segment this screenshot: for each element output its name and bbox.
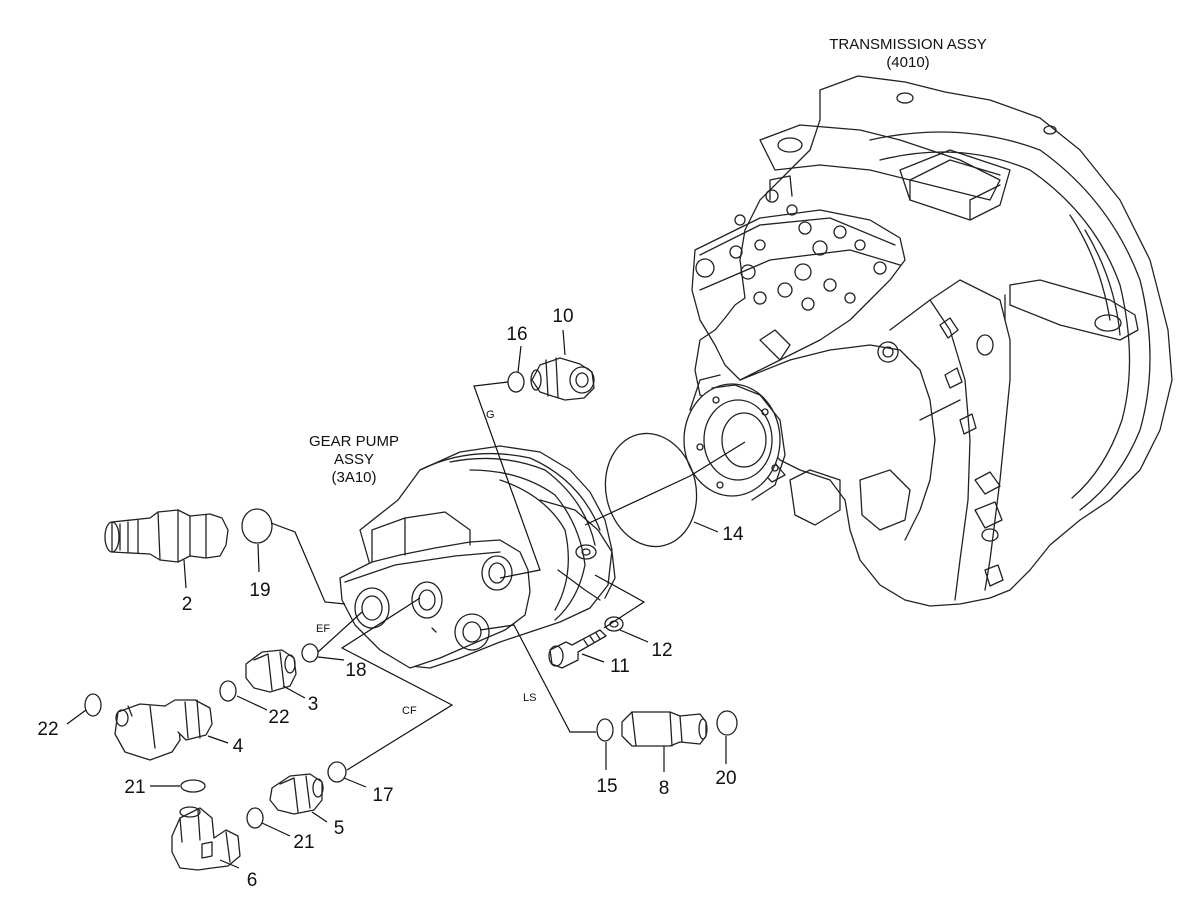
part-8-check-valve — [621, 711, 708, 747]
callout-21-left: 21 — [124, 777, 145, 798]
part-5-union — [269, 773, 324, 815]
part-10-sensor — [530, 357, 595, 401]
part-14-large-o-ring — [604, 432, 698, 548]
transmission-assembly — [683, 75, 1173, 607]
line-code-ls: LS — [523, 692, 536, 704]
part-18-o-ring — [301, 643, 319, 663]
callout-19: 19 — [249, 580, 270, 601]
part-4-elbow-fitting — [114, 699, 213, 761]
part-2-quick-coupler — [104, 509, 229, 563]
callout-22-right: 22 — [268, 707, 289, 728]
callout-4: 4 — [233, 736, 244, 757]
part-21-o-ring-left — [180, 779, 206, 793]
callout-15: 15 — [596, 776, 617, 797]
part-15-o-ring — [596, 718, 614, 742]
callout-11: 11 — [610, 656, 630, 677]
callout-18: 18 — [345, 660, 366, 681]
part-21-o-ring-right — [246, 807, 264, 829]
part-17-o-ring — [327, 761, 347, 783]
part-3-union — [245, 649, 297, 693]
part-11-bolt — [548, 629, 607, 669]
callout-leaders — [66, 329, 727, 869]
callout-6: 6 — [247, 870, 258, 891]
callout-17: 17 — [372, 785, 393, 806]
transmission-code: (4010) — [886, 54, 929, 71]
callout-21-right: 21 — [293, 832, 314, 853]
line-code-g: G — [486, 409, 495, 421]
callout-8: 8 — [659, 778, 670, 799]
transmission-title: TRANSMISSION ASSY — [829, 36, 987, 53]
part-19-o-ring — [241, 508, 273, 544]
part-20-o-ring — [716, 710, 738, 736]
part-22-o-ring-left — [84, 693, 102, 717]
gear-pump-title-line2: ASSY — [334, 451, 374, 468]
part-16-o-ring — [507, 371, 525, 393]
callout-2: 2 — [182, 594, 193, 615]
callout-3: 3 — [308, 694, 319, 715]
gear-pump-assembly — [339, 445, 616, 669]
gear-pump-title-line1: GEAR PUMP — [309, 433, 399, 450]
line-code-ef: EF — [316, 623, 330, 635]
callout-16: 16 — [506, 324, 527, 345]
callout-5: 5 — [334, 818, 345, 839]
line-code-cf: CF — [402, 705, 417, 717]
part-12-washer — [604, 616, 624, 632]
gear-pump-code: (3A10) — [331, 469, 376, 486]
callout-12: 12 — [651, 640, 672, 661]
callout-14: 14 — [722, 524, 744, 545]
part-6-elbow-fitting — [171, 806, 241, 871]
line-routings — [270, 381, 746, 771]
callout-10: 10 — [552, 306, 573, 327]
callout-22-left: 22 — [37, 719, 58, 740]
callout-20: 20 — [715, 768, 736, 789]
part-22-o-ring-right — [219, 680, 237, 702]
